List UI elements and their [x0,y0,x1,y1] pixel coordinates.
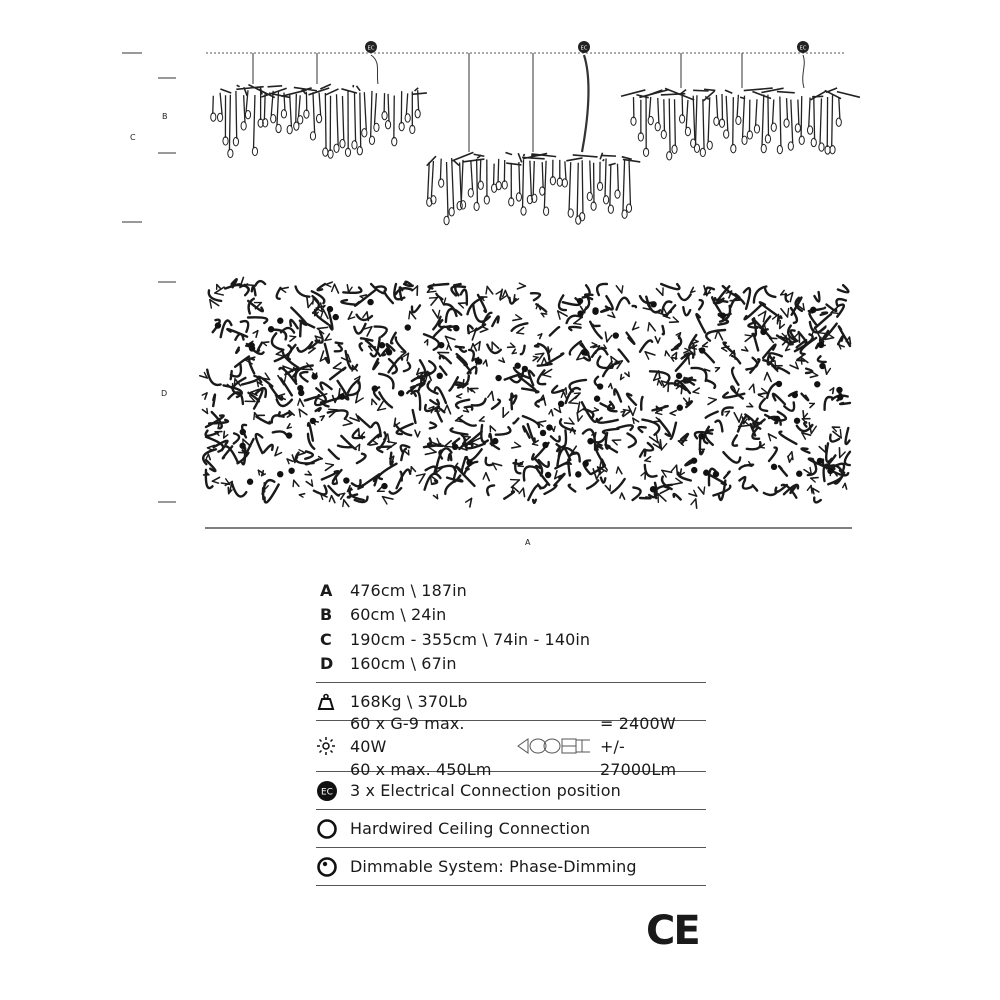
chandelier-side-view-1 [210,83,427,159]
bulb-icon [316,736,350,756]
svg-text:EC: EC [321,787,333,797]
spec-letter: C [320,629,332,649]
spec-row-hardwired: Hardwired Ceiling Connection [316,810,706,847]
spec-row-c: C 190cm - 355cm \ 74in - 140in [316,627,706,652]
hardwired-text: Hardwired Ceiling Connection [350,819,591,838]
spec-row-bulbs: 60 x G-9 max. 40W 60 x max. 450Lm = 2400… [316,714,706,779]
suspension-cables [252,53,805,153]
dim-label-d: D [161,389,167,398]
spec-row-dimmable: Dimmable System: Phase-Dimming [316,848,706,885]
bulb-spec-line2: 60 x max. 450Lm [349,759,492,779]
hardwired-icon [316,818,350,840]
dim-label-b: B [162,112,168,121]
ce-mark: CE [646,908,701,954]
spec-row-b: B 60cm \ 24in [316,603,706,628]
separator [316,682,706,683]
weight-value: 168Kg \ 370Lb [350,692,468,711]
spec-letter: A [320,580,333,600]
technical-drawing: B C D A EC EC EC [122,41,861,547]
chandelier-top-view-2 [415,282,642,508]
totals: = 2400W +/- 27000Lm [600,712,706,781]
chandelier-side-view-2 [426,151,641,226]
svg-text:EC: EC [368,46,375,52]
dimming-icon [316,856,350,878]
spec-value: 60cm \ 24in [350,605,447,625]
ec-icon: EC [316,780,350,802]
svg-text:EC: EC [581,46,588,52]
electrical-connection-text: 3 x Electrical Connection position [350,781,621,800]
spec-row-d: D 160cm \ 67in [316,652,706,677]
g9-bulb-icon [516,735,596,757]
separator [316,771,706,772]
ec-connection-3: EC [797,41,809,53]
bulb-specs: 60 x G-9 max. 40W 60 x max. 450Lm [350,712,506,781]
spec-letter: D [320,654,334,674]
specification-table: A 476cm \ 187in B 60cm \ 24in C 190cm - … [316,578,706,886]
spec-value: 190cm - 355cm \ 74in - 140in [350,629,591,649]
spec-value: 476cm \ 187in [350,580,467,600]
total-power: = 2400W [600,713,676,733]
ec-connection-1: EC [365,41,377,53]
spec-row-electrical: EC 3 x Electrical Connection position [316,772,706,809]
spec-row-weight: 168Kg \ 370Lb [316,683,706,720]
bulb-spec-line1: 60 x G-9 max. 40W [349,713,465,756]
chandelier-side-view-3 [620,87,861,161]
separator [316,809,706,810]
svg-text:EC: EC [800,46,807,52]
spec-value: 160cm \ 67in [350,654,457,674]
ec-connection-2: EC [578,41,590,53]
dim-label-a: A [525,538,531,547]
dim-label-c: C [130,133,136,142]
chandelier-top-view-1 [198,276,427,508]
separator [316,720,706,721]
dimmable-text: Dimmable System: Phase-Dimming [350,857,637,876]
chandelier-top-view-3 [637,282,852,509]
spec-letter: B [320,605,333,625]
spec-row-a: A 476cm \ 187in [316,578,706,603]
dimension-ticks [122,52,176,503]
total-lumen: +/- 27000Lm [600,736,677,779]
separator [316,847,706,848]
separator [316,885,706,886]
weight-icon [316,693,350,711]
